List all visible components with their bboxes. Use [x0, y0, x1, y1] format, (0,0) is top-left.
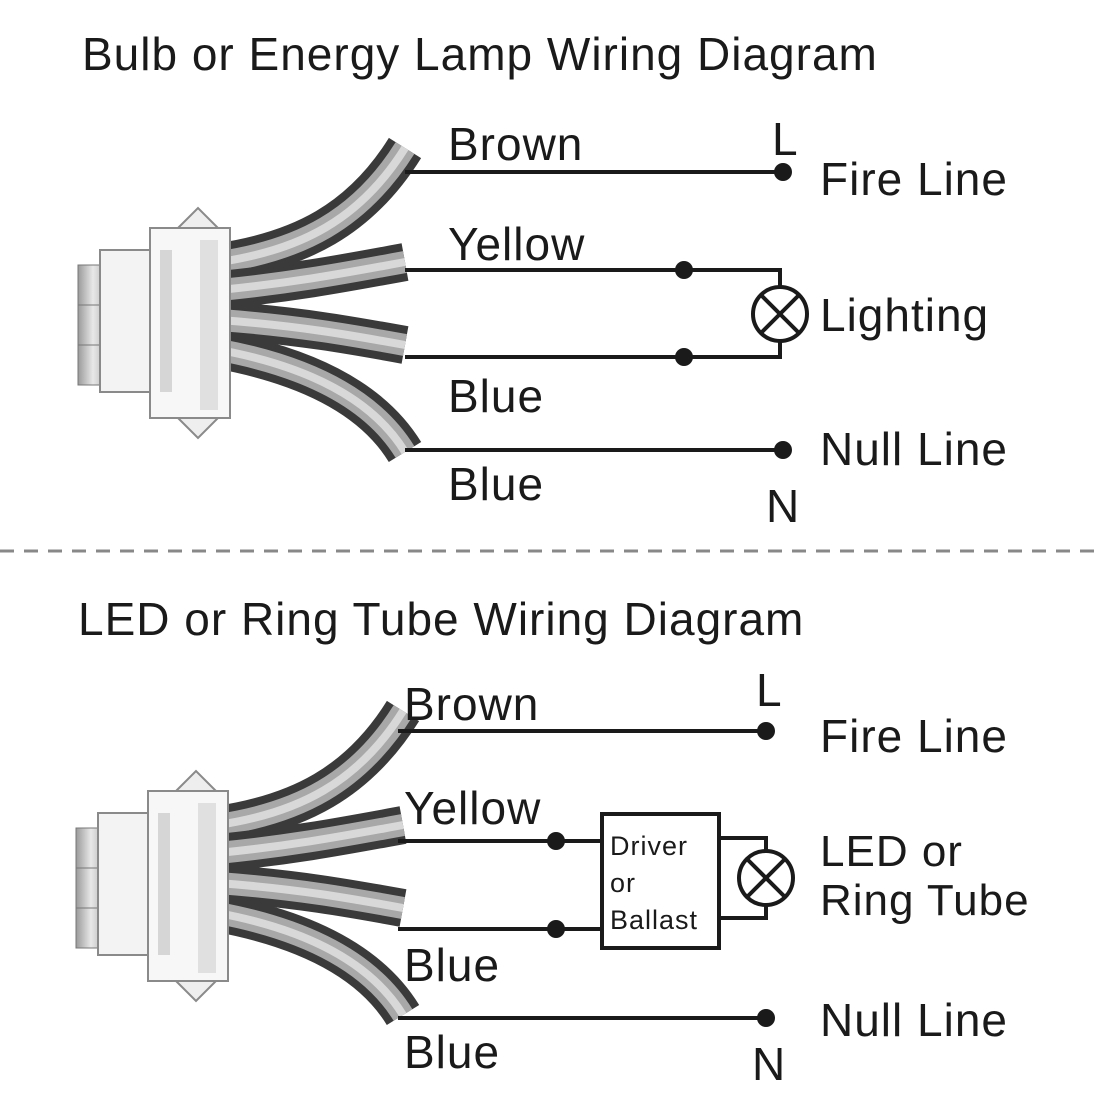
terminal-n-dot — [774, 441, 792, 459]
blue-junction-dot — [547, 920, 565, 938]
driver-label-line3: Ballast — [610, 905, 698, 935]
wire-label-blue-2: Blue — [404, 1026, 500, 1078]
fire-line-label: Fire Line — [820, 710, 1008, 762]
yellow-junction-dot — [547, 832, 565, 850]
terminal-l-label: L — [772, 113, 799, 165]
yellow-junction-dot — [675, 261, 693, 279]
led-ring-tube-label-line1: LED or — [820, 827, 963, 876]
terminal-n-dot — [757, 1009, 775, 1027]
fire-line-label: Fire Line — [820, 153, 1008, 205]
lamp-symbol-icon — [751, 285, 809, 343]
wire-label-brown: Brown — [404, 678, 539, 730]
driver-label-line1: Driver — [610, 831, 688, 861]
diagram-bulb-energy-lamp: Bulb or Energy Lamp Wiring Diagram Brown… — [78, 28, 1008, 532]
terminal-l-dot — [774, 163, 792, 181]
terminal-l-label: L — [756, 664, 783, 716]
wire-label-yellow: Yellow — [404, 782, 541, 834]
wire-label-brown: Brown — [448, 118, 583, 170]
diagram-led-ring-tube: LED or Ring Tube Wiring Diagram Driver o… — [76, 593, 1030, 1090]
diagram1-title: Bulb or Energy Lamp Wiring Diagram — [82, 28, 878, 80]
connector-harness-image — [76, 711, 403, 1015]
lighting-label: Lighting — [820, 289, 989, 341]
wire-label-blue-2: Blue — [448, 458, 544, 510]
lamp-symbol-icon — [737, 849, 795, 907]
led-ring-tube-label-line2: Ring Tube — [820, 876, 1030, 925]
driver-ballast-box — [600, 812, 721, 950]
terminal-l-dot — [757, 722, 775, 740]
driver-label-line2: or — [610, 868, 636, 898]
connector-harness-image — [78, 148, 405, 452]
blue-junction-dot — [675, 348, 693, 366]
terminal-n-label: N — [766, 480, 800, 532]
wire-label-blue-1: Blue — [404, 939, 500, 991]
wire-label-blue-1: Blue — [448, 370, 544, 422]
wire-label-yellow: Yellow — [448, 218, 585, 270]
null-line-label: Null Line — [820, 423, 1008, 475]
null-line-label: Null Line — [820, 994, 1008, 1046]
diagram2-title: LED or Ring Tube Wiring Diagram — [78, 593, 804, 645]
terminal-n-label: N — [752, 1038, 786, 1090]
